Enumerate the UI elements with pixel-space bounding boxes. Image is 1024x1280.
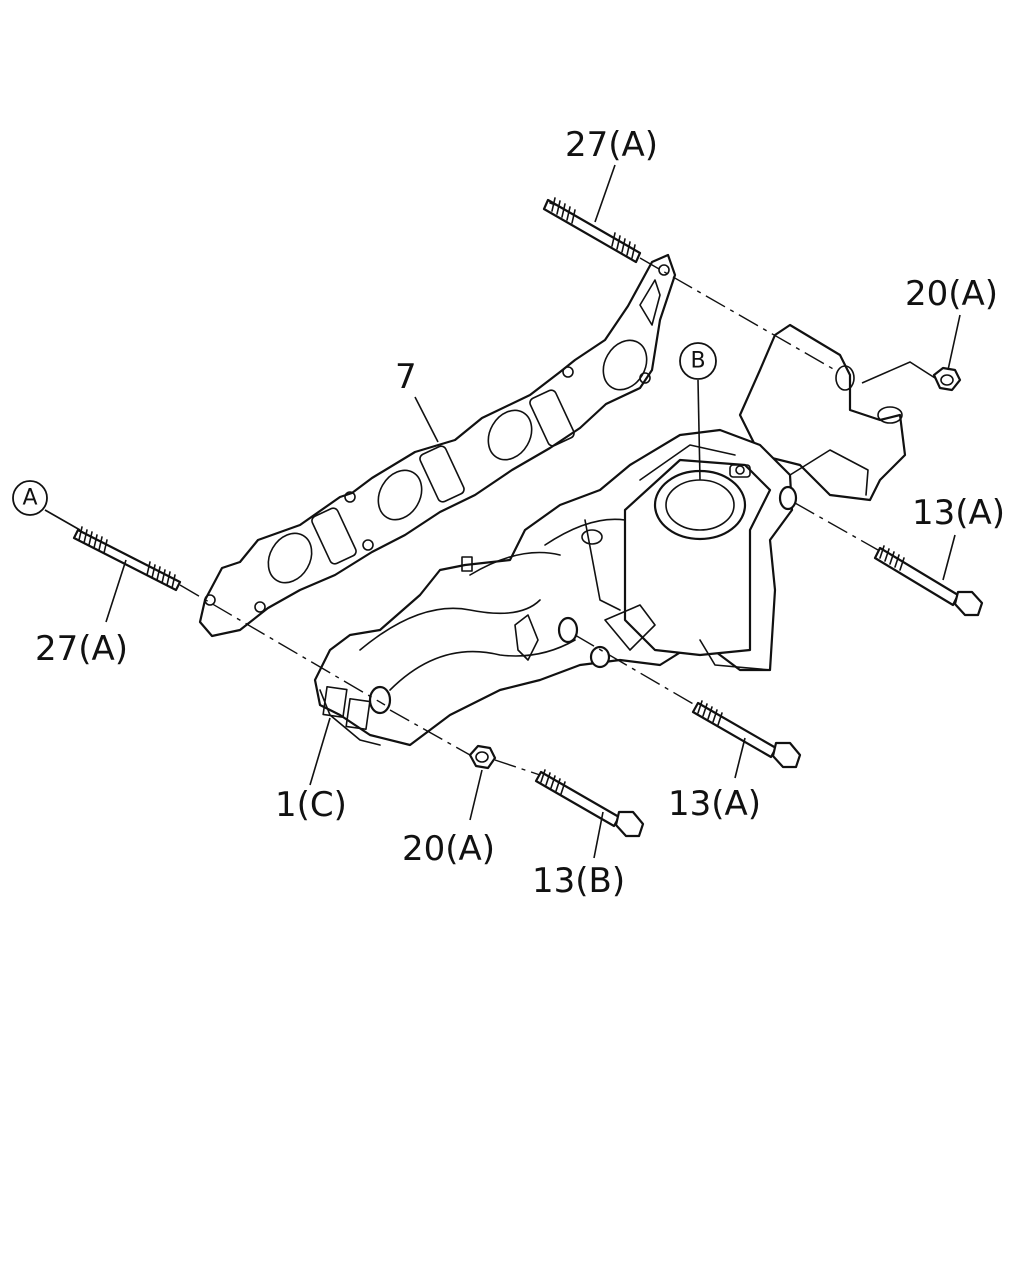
- stud-27-left: [72, 526, 182, 592]
- label-stud-left: 27(A): [35, 629, 128, 669]
- nut-20-top: [932, 366, 962, 392]
- alignment-centerlines: [179, 257, 879, 776]
- label-bolt-bottom: 13(B): [532, 861, 625, 901]
- label-nut-bottom: 20(A): [402, 829, 495, 869]
- bolt-13-mid: [691, 700, 802, 769]
- svg-text:B: B: [690, 349, 705, 374]
- label-manifold: 1(C): [275, 785, 347, 825]
- label-gasket: 7: [395, 357, 417, 397]
- label-nut-top: 20(A): [905, 274, 998, 314]
- reference-marker-a: A: [12, 480, 48, 516]
- reference-marker-b: B: [679, 342, 717, 380]
- label-bolt-mid: 13(A): [668, 784, 761, 824]
- leader-lines: [44, 164, 961, 859]
- manifold-gasket: [198, 253, 677, 638]
- bolt-13-bottom: [534, 769, 645, 838]
- stud-27-top: [542, 197, 642, 264]
- svg-text:A: A: [22, 486, 37, 511]
- label-bolt-right: 13(A): [912, 493, 1005, 533]
- intake-manifold: [313, 323, 907, 747]
- label-stud-top: 27(A): [565, 125, 658, 165]
- nut-20-bottom: [468, 744, 497, 770]
- bolt-13-right: [873, 545, 984, 617]
